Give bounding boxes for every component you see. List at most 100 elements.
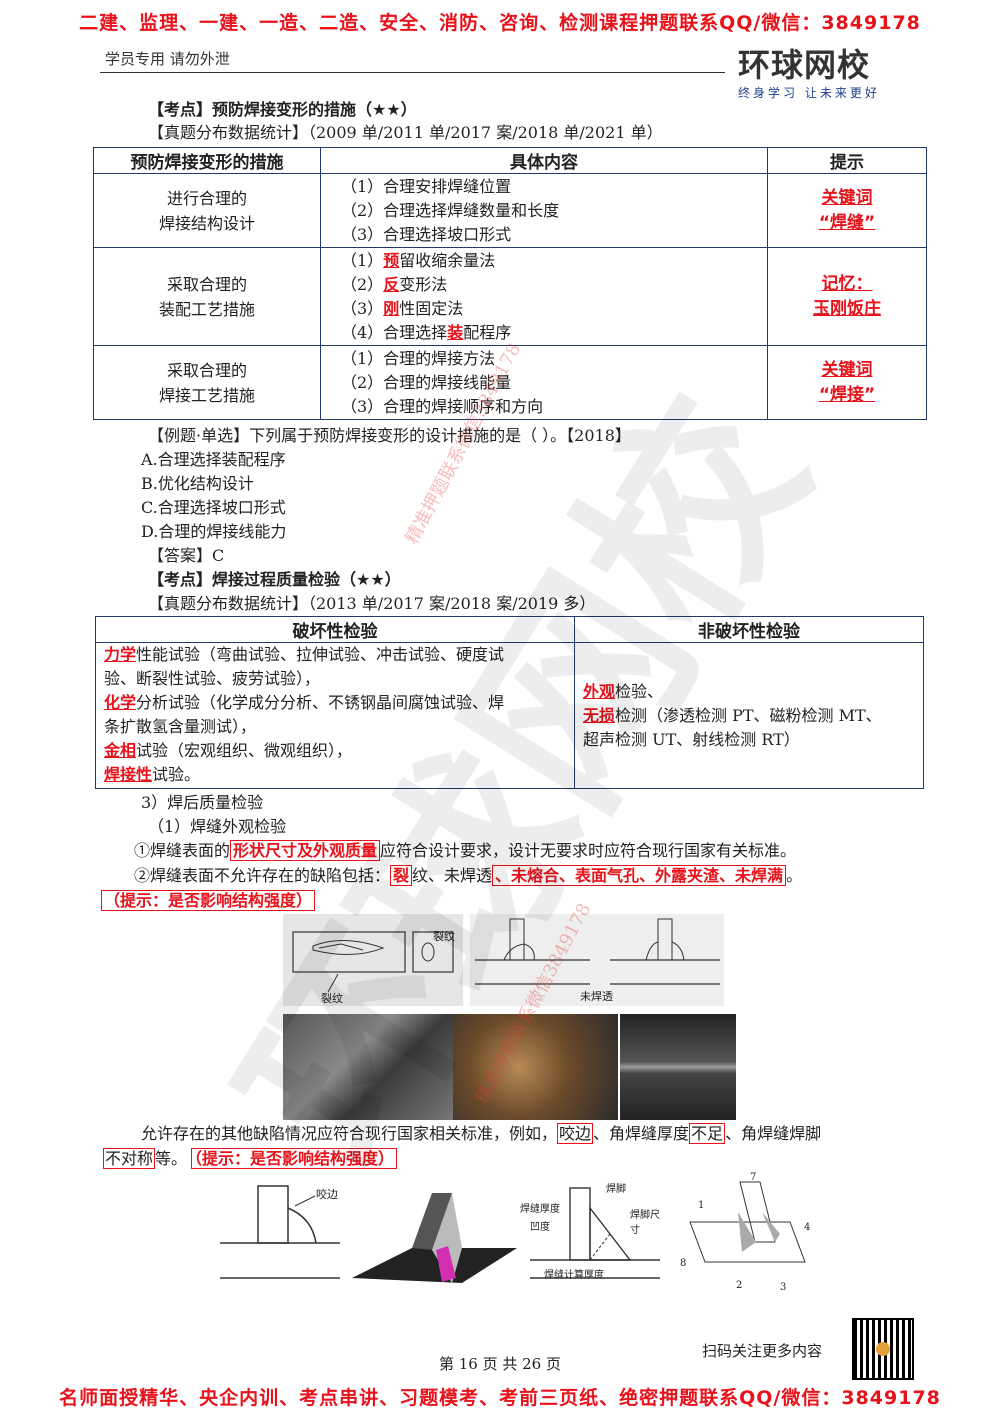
nondestructive-line: 超声检测 UT、射线检测 RT）: [583, 728, 923, 752]
destructive-text: 性能试验（弯曲试验、拉伸试验、冲击试验、硬度试: [136, 645, 505, 664]
deformation-table: 预防焊接变形的措施 具体内容 提示 进行合理的 焊接结构设计 （1）合理安排焊缝…: [93, 147, 927, 420]
p3-mid2: 、角焊缝焊脚: [725, 1124, 822, 1143]
destructive-line: 金相试验（宏观组织、微观组织），: [104, 739, 574, 763]
nondestructive-key: 无损: [583, 705, 616, 725]
tip2-text: （提示：是否影响结构强度）: [191, 1148, 398, 1169]
logo-slogan: 终身学习 让未来更好: [738, 86, 880, 100]
measure-line: 装配工艺措施: [158, 299, 255, 319]
destructive-key: 焊接性: [104, 765, 153, 784]
measure-line: 进行合理的: [166, 188, 247, 208]
fillet-numbered-figure: 7 1 4 8 2 3: [680, 1172, 815, 1294]
qr-center-logo-icon: [876, 1342, 890, 1356]
fillet-dimension-figure: 焊脚 焊缝厚度 凹度 焊脚尺寸 焊缝计算厚度: [520, 1178, 668, 1286]
example-option-c: C.合理选择坡口形式: [141, 498, 286, 517]
item-key: 刚: [383, 298, 400, 318]
crack-label-1: 裂纹: [433, 930, 455, 943]
top-banner: 二建、监理、一建、一造、二造、安全、消防、咨询、检测课程押题联系QQ/微信：38…: [79, 12, 921, 34]
brand-logo: 环球网校 终身学习 让未来更好: [738, 40, 918, 100]
content-line: （1）合理安排焊缝位置: [341, 176, 512, 196]
qr-caption: 扫码关注更多内容: [702, 1342, 823, 1360]
p3-pre: 允许存在的其他缺陷情况应符合现行国家相关标准，例如，: [141, 1124, 558, 1143]
hint-line: 关键词: [821, 187, 873, 208]
qr-code[interactable]: [852, 1318, 914, 1380]
concave-label: 凹度: [530, 1222, 550, 1233]
section2-stats: 【真题分布数据统计】（2013 单/2017 案/2018 案/2019 多）: [148, 594, 596, 613]
leg-label: 焊脚: [606, 1184, 626, 1195]
content-line: （3）合理的焊接顺序和方向: [341, 396, 544, 416]
item-suffix: 留收缩余量法: [399, 250, 496, 270]
p2-pre: ②焊缝表面不允许存在的缺陷包括：: [134, 866, 391, 885]
p1-pre: ①焊缝表面的: [134, 841, 231, 860]
destructive-line: 条扩散氢含量测试），: [104, 715, 574, 739]
p3-end: 等。: [155, 1149, 188, 1168]
th-hint: 提示: [767, 147, 927, 174]
measure-cell: 进行合理的 焊接结构设计: [93, 173, 321, 248]
destructive-line: 焊接性试验。: [104, 763, 574, 787]
th-destructive: 破坏性检验: [95, 616, 575, 643]
measure-line: 焊接工艺措施: [158, 385, 255, 405]
item-key: 装: [447, 322, 464, 342]
content-line: （1）合理的焊接方法: [341, 348, 496, 368]
undercut-drawing: [220, 1185, 340, 1279]
content-line: （2）反变形法: [341, 273, 767, 297]
num-1: 1: [698, 1200, 705, 1211]
th-measure: 预防焊接变形的措施: [93, 147, 321, 174]
hint-line: “焊缝”: [818, 212, 876, 233]
nondestructive-line: 外观检验、: [583, 680, 923, 704]
destructive-cell: 力学性能试验（弯曲试验、拉伸试验、冲击试验、硬度试 验、断裂性试验、疲劳试验），…: [95, 642, 575, 789]
item-suffix: 配程序: [463, 322, 512, 342]
destructive-line: 验、断裂性试验、疲劳试验），: [104, 667, 574, 691]
item-prefix: （3）: [341, 298, 384, 318]
num-2: 2: [736, 1280, 743, 1291]
content-line: （1）预留收缩余量法: [341, 249, 767, 273]
calc-thickness-label: 焊缝计算厚度: [544, 1270, 604, 1281]
table-row: 采取合理的 焊接工艺措施 （1）合理的焊接方法 （2）合理的焊接线能量 （3）合…: [93, 345, 927, 420]
nondestructive-text: 检验、: [615, 681, 664, 701]
p2-key2: 、未熔合、表面气孔、外露夹渣、未焊满: [492, 865, 787, 886]
item-prefix: （4）合理选择: [341, 322, 448, 342]
item-prefix: （2）: [341, 274, 384, 294]
undercut-label: 咬边: [316, 1188, 338, 1201]
item-key: 反: [383, 274, 400, 294]
undercut-figure: 咬边: [220, 1178, 345, 1288]
p3-key2: 不足: [689, 1123, 726, 1144]
measure-line: 采取合理的: [166, 274, 247, 294]
crack-figure: 裂纹 裂纹: [283, 914, 463, 1006]
nondestructive-line: 无损检测（渗透检测 PT、磁粉检测 MT、: [583, 704, 923, 728]
measure-cell: 采取合理的 装配工艺措施: [93, 247, 321, 346]
item-suffix: 变形法: [399, 274, 448, 294]
hint-line: 玉刚饭庄: [813, 298, 881, 319]
p2-key1: 裂: [390, 865, 413, 886]
p3-key3: 不对称: [103, 1148, 156, 1169]
content-line: （2）合理的焊接线能量: [341, 372, 512, 392]
page-number: 第 16 页 共 26 页: [438, 1355, 561, 1373]
p2-mid: 纹、未焊透: [412, 866, 493, 885]
example-question: 【例题·单选】下列属于预防焊接变形的设计措施的是（ ）。【2018】: [148, 426, 631, 445]
post-weld-p1: ①焊缝表面的形状尺寸及外观质量应符合设计要求，设计无要求时应符合现行国家有关标准…: [134, 839, 796, 863]
tip-box: （提示：是否影响结构强度）: [101, 889, 316, 913]
destructive-text: 试验（宏观组织、微观组织），: [136, 741, 353, 760]
num-7: 7: [750, 1172, 757, 1183]
example-option-b: B.优化结构设计: [141, 474, 254, 493]
destructive-text: 试验。: [152, 765, 201, 784]
tip-text: （提示：是否影响结构强度）: [101, 890, 316, 911]
lop-drawing: [475, 918, 720, 985]
destructive-text: 验、断裂性试验、疲劳试验），: [104, 669, 321, 688]
nondestructive-text: 超声检测 UT、射线检测 RT）: [583, 729, 800, 749]
hint-line: “焊接”: [818, 384, 876, 405]
p1-key: 形状尺寸及外观质量: [230, 840, 381, 861]
legsize-label: 焊脚尺寸: [630, 1210, 660, 1236]
section2-title: 【考点】焊接过程质量检验（★★）: [148, 570, 401, 589]
measure-line: 采取合理的: [166, 360, 247, 380]
post-weld-sub: （1）焊缝外观检验: [148, 817, 287, 836]
num-8: 8: [680, 1258, 687, 1269]
p3-mid: 、角焊缝厚度: [593, 1124, 690, 1143]
destructive-key: 化学: [104, 693, 137, 712]
measure-line: 焊接结构设计: [158, 213, 255, 233]
fillet-dimension-drawing: [530, 1187, 660, 1279]
example-option-a: A.合理选择装配程序: [141, 450, 286, 469]
bottom-banner: 名师面授精华、央企内训、考点串讲、习题模考、考前三页纸、绝密押题联系QQ/微信：…: [59, 1387, 941, 1409]
content-line: （3）合理选择坡口形式: [341, 224, 512, 244]
destructive-text: 条扩散氢含量测试），: [104, 717, 257, 736]
content-line: （2）合理选择焊缝数量和长度: [341, 200, 560, 220]
